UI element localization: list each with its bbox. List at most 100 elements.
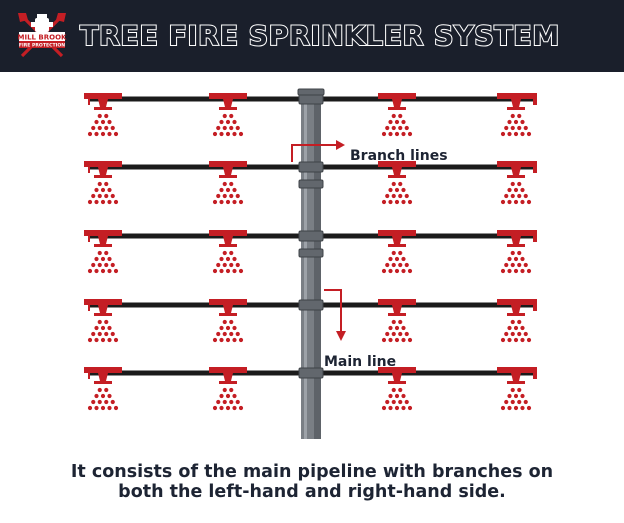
sprinkler-deflector: [497, 299, 535, 305]
main-line-label: Main line: [324, 354, 396, 370]
spray-dot: [404, 331, 409, 337]
logo-tagline: FIRE PROTECTION: [19, 43, 65, 49]
sprinkler-head: [497, 299, 535, 343]
sprinkler-head: [84, 93, 122, 137]
spray-dot: [394, 199, 400, 205]
spray-dot: [232, 131, 237, 137]
sprinkler-deflector: [84, 230, 122, 236]
spray-dot: [107, 325, 112, 331]
spray-dot: [520, 268, 525, 274]
spray-dot: [526, 199, 532, 205]
spray-dot: [216, 262, 221, 268]
spray-dot: [401, 337, 406, 343]
spray-dot: [391, 331, 396, 337]
spray-dot: [500, 337, 506, 343]
branch-lines-label: Branch lines: [350, 148, 448, 164]
sprinkler-deflector: [497, 367, 535, 373]
spray-dot: [513, 199, 519, 205]
sprinkler-deflector: [497, 230, 535, 236]
sprinkler-body: [98, 373, 108, 381]
spray-dot: [232, 256, 237, 262]
spray-dot: [407, 405, 413, 411]
spray-dot: [510, 193, 515, 199]
spray-dot: [113, 131, 119, 137]
spray-dot: [385, 125, 390, 131]
spray-dot: [504, 125, 509, 131]
spray-dot: [216, 399, 221, 405]
spray-dot: [107, 256, 112, 262]
spray-dot: [94, 119, 99, 125]
spray-dot: [381, 131, 387, 137]
spray-dot: [216, 125, 221, 131]
spray-dot: [391, 193, 396, 199]
spray-dot: [104, 181, 109, 187]
spray-dot: [222, 331, 227, 337]
sprinkler-deflector: [209, 367, 247, 373]
spray-dot: [504, 399, 509, 405]
spray-dot: [394, 119, 400, 125]
spray-dot: [235, 262, 240, 268]
spray-dot: [232, 268, 237, 274]
pipe-coupling: [298, 248, 324, 258]
spray-dot: [507, 119, 512, 125]
spray-dot: [507, 325, 512, 331]
sprinkler-nozzle: [507, 313, 525, 316]
spray-dot: [94, 256, 99, 262]
pipe-coupling: [298, 299, 324, 311]
spray-dot: [391, 319, 396, 325]
pipe-coupling: [298, 179, 324, 189]
spray-dot: [100, 199, 106, 205]
spray-dot: [238, 337, 244, 343]
sprinkler-nozzle: [219, 313, 237, 316]
spray-dot: [513, 405, 519, 411]
spray-dot: [507, 131, 512, 137]
spray-dot: [398, 399, 403, 405]
spray-dot: [520, 256, 525, 262]
spray-dot: [110, 125, 115, 131]
spray-dot: [235, 193, 240, 199]
spray-dot: [104, 387, 109, 393]
spray-dot: [229, 319, 234, 325]
spray-dot: [513, 393, 519, 399]
spray-dot: [507, 337, 512, 343]
pipe-coupling: [298, 230, 324, 242]
spray-dot: [407, 337, 413, 343]
spray-dot: [398, 319, 403, 325]
spray-dot: [394, 337, 400, 343]
spray-dot: [212, 337, 218, 343]
spray-dot: [219, 199, 224, 205]
sprinkler-deflector: [209, 299, 247, 305]
spray-dot: [520, 337, 525, 343]
sprinkler-body: [511, 305, 521, 313]
header-banner: MILL BROOK FIRE PROTECTION TREE FIRE SPR…: [0, 0, 624, 72]
main-pipe-shade: [314, 90, 321, 439]
spray-dot: [216, 331, 221, 337]
spray-dot: [381, 405, 387, 411]
spray-dot: [212, 268, 218, 274]
sprinkler-nozzle: [507, 175, 525, 178]
spray-dot: [229, 399, 234, 405]
sprinkler-head: [378, 93, 416, 137]
spray-dot: [219, 337, 224, 343]
sprinkler-nozzle: [219, 244, 237, 247]
spray-dot: [229, 193, 234, 199]
sprinkler-nozzle: [219, 381, 237, 384]
spray-dot: [100, 405, 106, 411]
spray-dot: [517, 387, 522, 393]
spray-dot: [91, 331, 96, 337]
spray-dot: [229, 262, 234, 268]
spray-dot: [91, 193, 96, 199]
sprinkler-deflector: [209, 230, 247, 236]
spray-dot: [407, 131, 413, 137]
page-title: TREE FIRE SPRINKLER SYSTEM: [79, 20, 560, 53]
spray-dot: [388, 393, 393, 399]
spray-dot: [97, 250, 102, 256]
spray-dot: [523, 399, 528, 405]
spray-dot: [232, 325, 237, 331]
spray-dot: [401, 325, 406, 331]
spray-dot: [229, 125, 234, 131]
spray-dot: [104, 125, 109, 131]
spray-dot: [388, 119, 393, 125]
pipe-coupling: [298, 367, 324, 379]
spray-dot: [510, 125, 515, 131]
